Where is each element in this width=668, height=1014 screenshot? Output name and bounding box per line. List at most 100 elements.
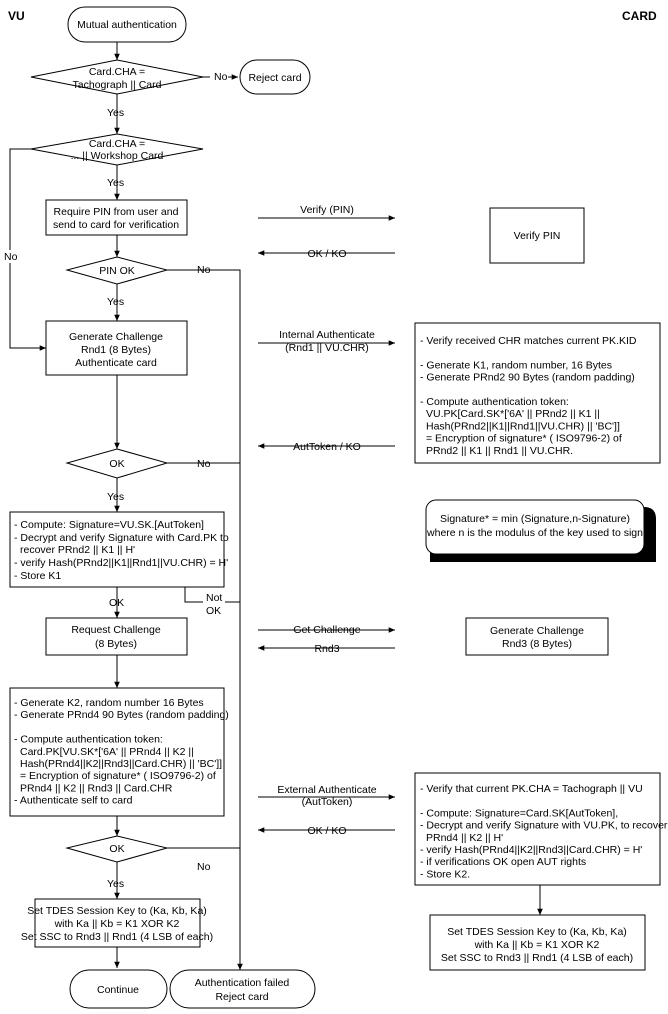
- label-yes-1: Yes: [107, 107, 124, 119]
- vu-header: VU: [8, 9, 25, 23]
- external-auth-line-1: - Verify that current PK.CHA = Tachograp…: [420, 783, 643, 795]
- decision-ok-2-label: OK: [109, 843, 124, 855]
- generate-k2-line-9: - Authenticate self to card: [14, 795, 133, 807]
- internal-auth-lines: - Verify received CHR matches current PK…: [420, 335, 637, 457]
- generate-k2-line-4: - Compute authentication token:: [14, 734, 163, 746]
- failed-terminal: [169, 969, 316, 1009]
- label-no-ok1: No: [197, 458, 211, 470]
- label-ok-compute: OK: [109, 597, 124, 609]
- msg-external-auth-line2: (AutToken): [302, 796, 353, 808]
- msg-verify-pin: Verify (PIN): [300, 204, 354, 216]
- msg-internal-auth-line2: (Rnd1 || VU.CHR): [285, 342, 369, 354]
- continue-terminal: [69, 969, 168, 1009]
- compute-line3: recover PRnd2 || K1 || H': [20, 544, 135, 556]
- session-vu-line3: Set SSC to Rnd3 || Rnd1 (4 LSB of each): [21, 931, 213, 943]
- verify-pin-label: Verify PIN: [514, 230, 561, 242]
- decision-pin-ok-label: PIN OK: [99, 265, 135, 277]
- external-auth-lines: - Verify that current PK.CHA = Tachograp…: [420, 783, 668, 880]
- continue-label: Continue: [97, 984, 139, 996]
- decision-cha-tachograph-line2: Tachograph || Card: [73, 79, 162, 91]
- external-auth-card-box: [414, 772, 661, 886]
- label-yes-2: Yes: [107, 177, 124, 189]
- signature-note-box: [425, 499, 645, 555]
- compute-line1: - Compute: Signature=VU.SK.[AutToken]: [14, 519, 204, 531]
- require-pin-line2: send to card for verification: [53, 219, 179, 231]
- msg-external-auth-line1: External Authenticate: [277, 784, 376, 796]
- internal-auth-line-1: - Verify received CHR matches current PK…: [420, 335, 637, 347]
- generate-k2-line-8: PRnd4 || K2 || Rnd3 || Card.CHR: [20, 782, 173, 794]
- label-yes-4: Yes: [107, 491, 124, 503]
- generate-k2-line-2: - Generate PRnd4 90 Bytes (random paddin…: [14, 709, 229, 721]
- label-no-reject: No: [214, 71, 228, 83]
- msg-auttoken-ko: AutToken / KO: [293, 441, 361, 453]
- internal-auth-line-8: Hash(PRnd2||K1||Rnd1||VU.CHR) || 'BC']]: [426, 420, 620, 432]
- external-auth-line-4: - Decrypt and verify Signature with VU.P…: [420, 820, 668, 832]
- label-not-ok-line1: Not: [206, 592, 222, 604]
- generate-k2-box: [9, 687, 225, 817]
- reject-label: Reject card: [248, 72, 301, 84]
- failed-label-1: Authentication failed: [195, 977, 290, 989]
- label-no-pin: No: [197, 264, 211, 276]
- signature-note: Signature* = min (Signature,n-Signature)…: [425, 499, 656, 562]
- session-card-line1: Set TDES Session Key to (Ka, Kb, Ka): [447, 926, 627, 938]
- decision-ok-1: [65, 448, 169, 479]
- external-auth-line-8: - Store K2.: [420, 868, 470, 880]
- internal-auth-line-3: - Generate K1, random number, 16 Bytes: [420, 359, 612, 371]
- session-card-line2: with Ka || Kb = K1 XOR K2: [474, 939, 600, 951]
- decision-ok-2: [65, 835, 169, 863]
- compute-line2: - Decrypt and verify Signature with Card…: [14, 532, 229, 544]
- internal-auth-line-9: = Encryption of signature* ( ISO9796-2) …: [426, 433, 622, 445]
- compute-line5: - Store K1: [14, 570, 61, 582]
- session-vu-line2: with Ka || Kb = K1 XOR K2: [54, 918, 180, 930]
- internal-auth-line-6: - Compute authentication token:: [420, 396, 569, 408]
- signature-note-line2: where n is the modulus of the key used t…: [426, 527, 643, 539]
- session-vu-line1: Set TDES Session Key to (Ka, Kb, Ka): [27, 905, 207, 917]
- request-challenge-box: [45, 617, 188, 656]
- decision-cha-workshop-line1: Card.CHA =: [89, 138, 145, 150]
- vu-connectors: [9, 42, 543, 970]
- internal-auth-line-10: PRnd2 || K1 || Rnd1 || VU.CHR.: [426, 445, 573, 457]
- internal-auth-card-box: [414, 322, 661, 464]
- label-no-workshop: No: [4, 251, 18, 263]
- generate-challenge-line1: Generate Challenge: [69, 331, 163, 343]
- label-yes-5: Yes: [107, 878, 124, 890]
- decision-cha-workshop: [30, 133, 204, 166]
- reject-terminal: [239, 59, 311, 95]
- session-card-line3: Set SSC to Rnd3 || Rnd1 (4 LSB of each): [441, 952, 633, 964]
- generate-k2-lines: - Generate K2, random number 16 Bytes- G…: [14, 697, 229, 807]
- msg-get-challenge: Get Challenge: [293, 624, 360, 636]
- decision-pin-ok: [65, 256, 169, 285]
- generate-k2-line-6: Hash(PRnd4||K2||Rnd3||Card.CHR) || 'BC']…: [20, 758, 222, 770]
- external-auth-line-7: - if verifications OK open AUT rights: [420, 856, 586, 868]
- generate-rnd3-box: [465, 617, 609, 656]
- branch-labels: No Yes Yes No No Yes No Yes OK Not OK No…: [3, 69, 228, 890]
- external-auth-line-3: - Compute: Signature=Card.SK[AutToken],: [420, 807, 618, 819]
- generate-k2-line-1: - Generate K2, random number 16 Bytes: [14, 697, 204, 709]
- msg-rnd3: Rnd3: [314, 643, 339, 655]
- signature-note-line1: Signature* = min (Signature,n-Signature): [440, 513, 630, 525]
- compute-line4: - verify Hash(PRnd2||K1||Rnd1||VU.CHR) =…: [14, 557, 228, 569]
- msg-ok-ko-1: OK / KO: [307, 248, 346, 260]
- internal-auth-line-7: VU.PK[Card.SK*['6A' || PRnd2 || K1 ||: [426, 408, 600, 420]
- session-key-vu-box: [34, 898, 201, 948]
- external-auth-line-5: PRnd4 || K2 || H': [426, 832, 503, 844]
- verify-pin-box: [489, 207, 585, 264]
- label-no-ok2: No: [197, 861, 211, 873]
- msg-internal-auth-line1: Internal Authenticate: [279, 329, 375, 341]
- start-terminal: [67, 6, 187, 43]
- request-challenge-line1: Request Challenge: [71, 624, 160, 636]
- message-arrows: [258, 215, 395, 833]
- generate-rnd3-line2: Rnd3 (8 Bytes): [502, 638, 572, 650]
- generate-k2-line-7: = Encryption of signature* ( ISO9796-2) …: [20, 770, 216, 782]
- decision-cha-tachograph-line1: Card.CHA =: [89, 66, 145, 78]
- label-not-ok-line2: OK: [206, 605, 221, 617]
- msg-ok-ko-2: OK / KO: [307, 825, 346, 837]
- internal-auth-line-4: - Generate PRnd2 90 Bytes (random paddin…: [420, 372, 635, 384]
- generate-challenge-box: [45, 320, 188, 376]
- require-pin-box: [45, 199, 188, 236]
- external-auth-line-6: - verify Hash(PRnd4||K2||Rnd3||Card.CHR)…: [420, 844, 642, 856]
- label-yes-3: Yes: [107, 296, 124, 308]
- generate-rnd3-line1: Generate Challenge: [490, 625, 584, 637]
